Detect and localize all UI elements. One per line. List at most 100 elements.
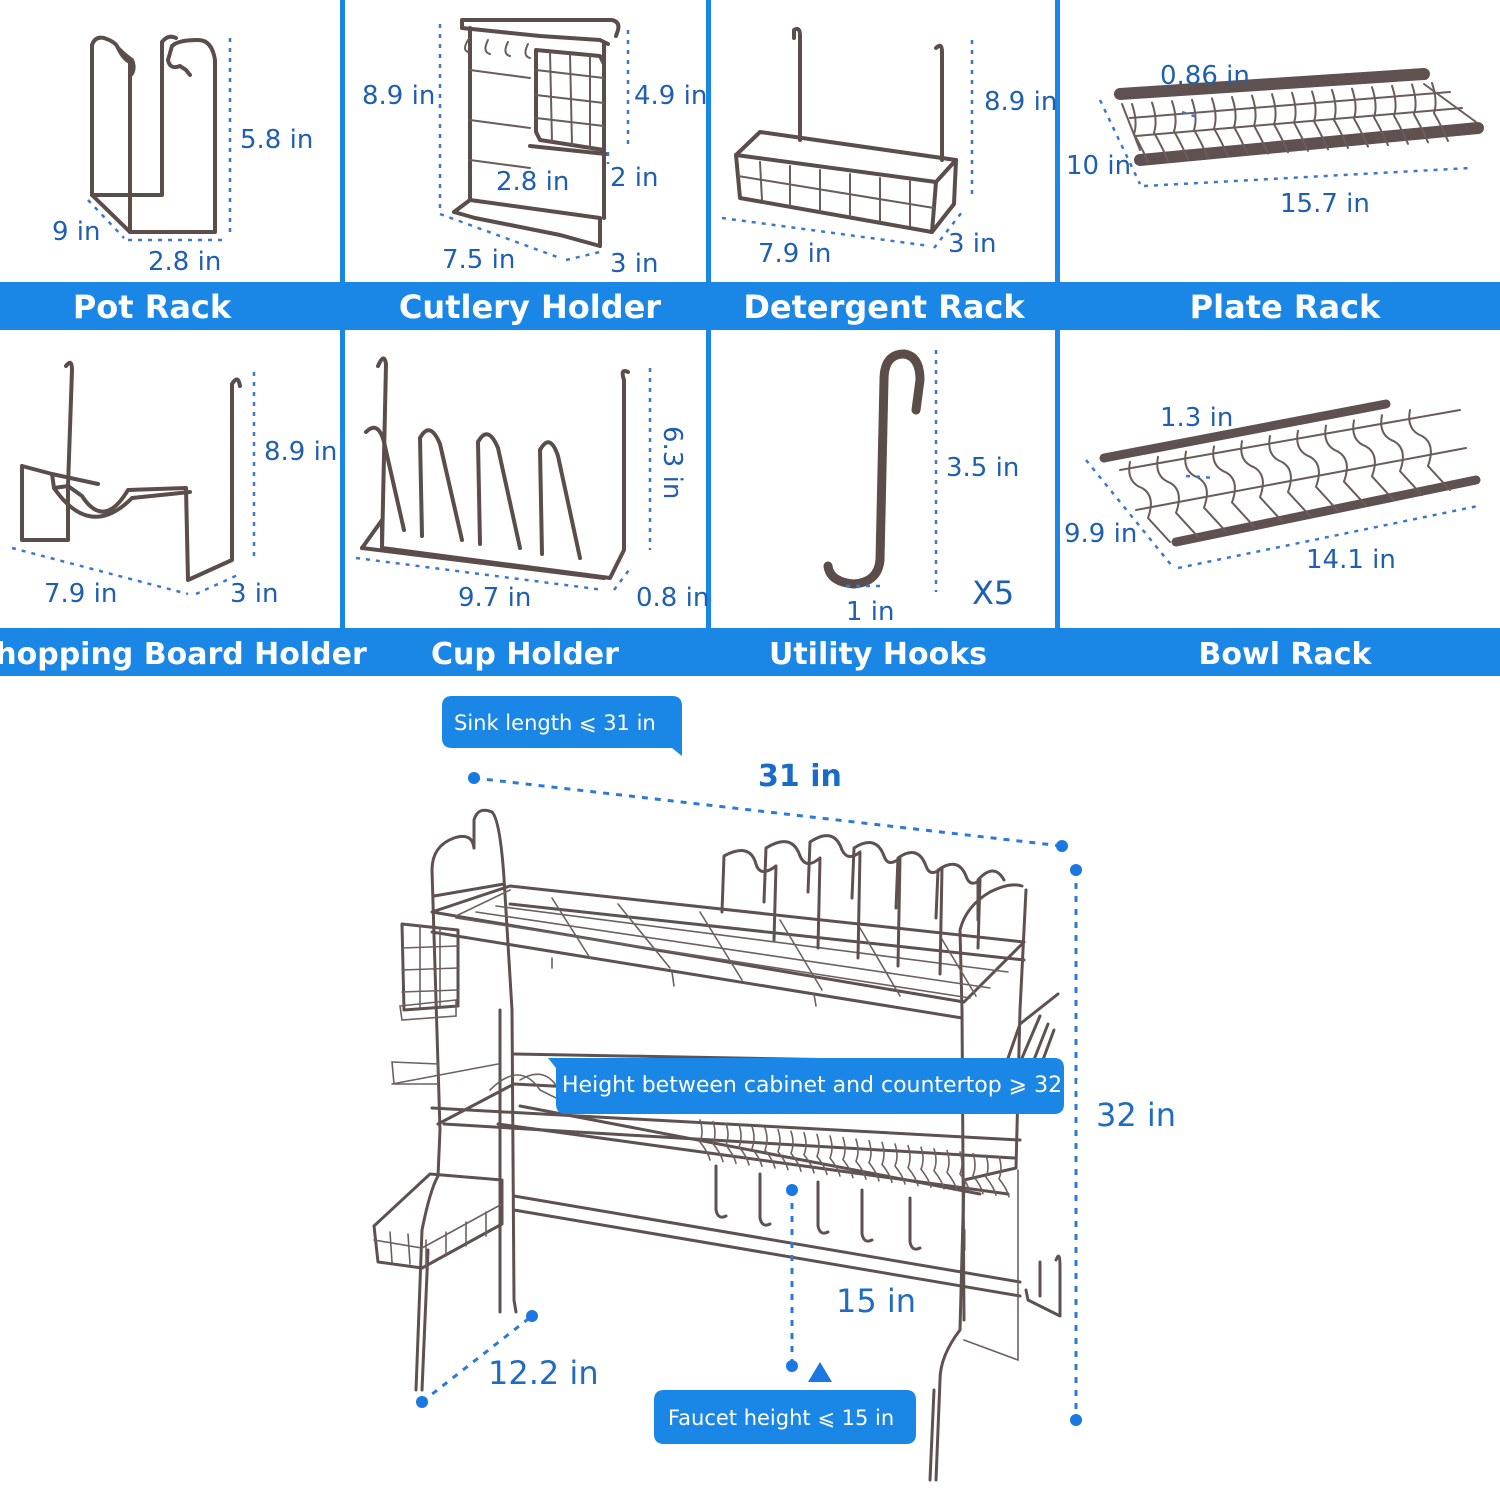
plate-tine [998, 1156, 1010, 1198]
plate-rack-tine [1271, 93, 1289, 154]
bowl-rack-tines [1128, 409, 1451, 543]
cup-holder-width-dim: 9.7 in [458, 583, 531, 613]
plate-rack-depth-dim: 10 in [1066, 151, 1131, 181]
chopping-board-holder-depth-dim: 3 in [230, 579, 279, 609]
main-rack-hooks [714, 1164, 922, 1251]
plate-tine [751, 1125, 763, 1168]
utility-hooks-title: Utility Hooks [769, 637, 987, 672]
utility-hook [860, 1188, 874, 1243]
svg-text:Sink length ⩽ 31 in: Sink length ⩽ 31 in [454, 711, 656, 735]
plate-rack-tine [1391, 84, 1409, 145]
plate-rack-tines [1131, 82, 1449, 163]
plate-tine [699, 1119, 711, 1161]
main-clearance-dimension [786, 1184, 832, 1382]
plate-rack-tine [1291, 91, 1309, 152]
pot-rack-dimension-lines [87, 38, 232, 242]
detergent-rack-height-dim: 8.9 in [984, 87, 1057, 117]
cutlery-holder-depth-dim: 3 in [610, 249, 659, 279]
bowl-rack-tine [1184, 450, 1227, 533]
sink-length-bubble: Sink length ⩽ 31 in [442, 696, 682, 756]
bowl-rack-title: Bowl Rack [1199, 637, 1373, 672]
chopping-board-holder-width-dim: 7.9 in [44, 579, 117, 609]
plate-tine [946, 1149, 958, 1192]
bowl-rack-depth-dim: 9.9 in [1064, 519, 1137, 549]
plate-rack-tine [1251, 94, 1269, 155]
bowl-rack-width-dim: 14.1 in [1306, 545, 1396, 575]
grid-dividers [340, 0, 1060, 628]
plate-rack-width-dim: 15.7 in [1280, 189, 1370, 219]
detergent-rack-title: Detergent Rack [743, 288, 1025, 326]
pot-rack-height-dim: 5.8 in [240, 125, 313, 155]
plate-rack-tine [1231, 96, 1249, 156]
plate-tine [790, 1130, 802, 1172]
plate-tine [920, 1146, 932, 1188]
pot-rack-title: Pot Rack [73, 288, 232, 326]
cup-holder-height-dim: 6.3 in [657, 426, 687, 499]
utility-hook-illustration [823, 349, 925, 589]
plate-rack-tine [1131, 103, 1149, 163]
svg-text:Height between cabinet and cou: Height between cabinet and countertop ⩾ … [562, 1073, 1089, 1098]
main-width-dimension [468, 772, 1068, 852]
plate-tine [907, 1144, 919, 1187]
label-band-row-1 [0, 282, 1500, 330]
plate-tine [933, 1148, 945, 1190]
bowl-rack-dimension-lines [1085, 459, 1479, 570]
plate-tine [868, 1140, 880, 1182]
plate-rack-tine [1371, 86, 1389, 147]
plate-tine [712, 1120, 724, 1163]
cutlery-holder-basket-width-dim: 2.8 in [496, 167, 569, 197]
plate-tine [803, 1132, 815, 1174]
plate-tine [738, 1124, 750, 1166]
bowl-rack-tine [1324, 424, 1367, 507]
utility-hook-count: X5 [972, 574, 1014, 612]
plate-rack-illustration [1114, 68, 1484, 166]
utility-hook [816, 1180, 830, 1235]
chopping-board-holder-title: Chopping Board Holder [0, 637, 367, 672]
height-requirement-bubble: Height between cabinet and countertop ⩾ … [548, 1058, 1089, 1114]
plate-rack-tine [1431, 82, 1449, 142]
plate-rack-spacing-dim: 0.86 in [1160, 61, 1250, 91]
cutlery-holder-basket-depth-dim: 2 in [610, 163, 659, 193]
chopping-board-holder-illustration [20, 360, 242, 582]
main-depth-label: 12.2 in [488, 1354, 599, 1392]
bowl-rack-tine [1128, 461, 1171, 543]
plate-tine [855, 1138, 867, 1180]
utility-hook [714, 1164, 728, 1219]
plate-tine [764, 1127, 776, 1169]
bowl-rack-tine [1156, 455, 1199, 538]
bowl-rack-tine [1268, 435, 1311, 517]
main-rack-bowl-tines [699, 1119, 1010, 1198]
chopping-board-holder-height-dim: 8.9 in [264, 437, 337, 467]
cup-holder-dimension-lines [355, 368, 652, 592]
bowl-rack-tine [1380, 414, 1423, 497]
plate-rack-tine [1331, 89, 1349, 149]
plate-tine [985, 1154, 997, 1196]
detergent-rack-dimension-lines [721, 40, 974, 249]
plate-tine [725, 1122, 737, 1164]
plate-tine [842, 1136, 854, 1179]
plate-rack-title: Plate Rack [1190, 288, 1381, 326]
main-rack-frame [372, 808, 1062, 1482]
bowl-rack-tine [1296, 429, 1339, 512]
faucet-height-bubble: Faucet height ⩽ 15 in [654, 1390, 916, 1444]
plate-tine [829, 1135, 841, 1177]
pot-rack-depth-dim: 9 in [52, 217, 101, 247]
plate-tine [881, 1141, 893, 1184]
cutlery-holder-width-dim: 7.5 in [442, 245, 515, 275]
cutlery-holder-basket-height-dim: 4.9 in [634, 81, 707, 111]
plate-rack-dimension-lines [1098, 99, 1471, 188]
bowl-rack-spacing-dim: 1.3 in [1160, 403, 1233, 433]
bowl-rack-tine [1212, 445, 1255, 528]
pot-rack-illustration [90, 34, 217, 234]
utility-hook-width-dim: 1 in [846, 597, 895, 627]
main-clearance-label: 15 in [836, 1282, 916, 1320]
cup-holder-illustration [360, 356, 630, 580]
main-width-label: 31 in [758, 759, 842, 794]
pot-rack-width-dim: 2.8 in [148, 247, 221, 277]
cutlery-holder-title: Cutlery Holder [399, 288, 661, 326]
bowl-rack-tine [1352, 419, 1395, 502]
main-height-label: 32 in [1096, 1096, 1176, 1134]
bowl-rack-tine [1408, 409, 1451, 491]
